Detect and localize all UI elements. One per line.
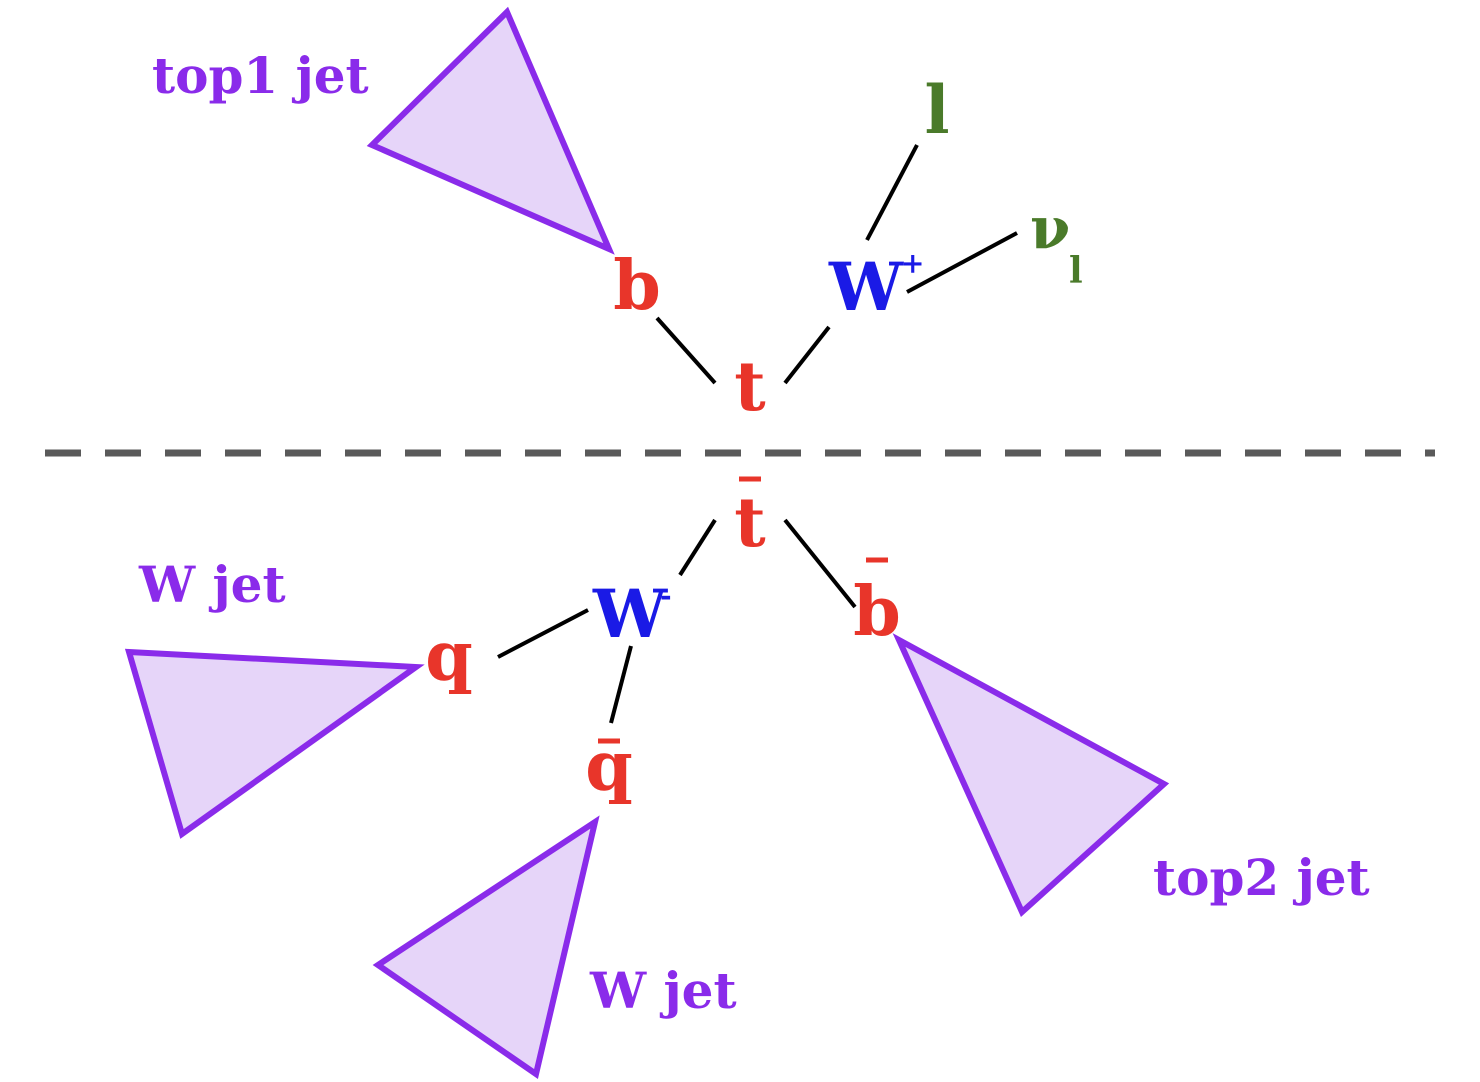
w-minus-charge: - xyxy=(660,579,672,612)
w-minus-label: W xyxy=(592,575,668,653)
line-wplus-lepton xyxy=(865,144,919,241)
top1-jet-cone xyxy=(366,6,615,255)
anti-bottom-quark-label: b xyxy=(853,572,901,652)
w-jet-cone-left xyxy=(124,648,425,839)
line-wminus-q xyxy=(497,608,589,659)
top1-jet-label: top1 jet xyxy=(152,46,369,105)
line-t-wplus xyxy=(783,325,831,385)
anti-top-quark-label: t xyxy=(734,483,766,563)
w-plus-charge: + xyxy=(901,247,924,280)
w-jet-cone-bottom xyxy=(372,815,600,1079)
quark-label: q xyxy=(425,617,473,697)
bottom-quark-label: b xyxy=(613,246,661,326)
neutrino-label: ν xyxy=(1030,194,1070,262)
lepton-label: l xyxy=(924,71,949,149)
line-wplus-neutrino xyxy=(906,231,1018,294)
line-t-b xyxy=(655,316,717,385)
line-wminus-qbar xyxy=(609,645,633,724)
top2-jet-cone xyxy=(892,633,1170,917)
line-tbar-bbar xyxy=(783,518,857,609)
neutrino-subscript: l xyxy=(1069,250,1083,292)
w-jet-label-bottom: W jet xyxy=(589,961,737,1020)
w-plus-label: W xyxy=(828,248,904,326)
top2-jet-label: top2 jet xyxy=(1153,848,1370,907)
top-quark-label: t xyxy=(734,347,766,427)
line-tbar-wminus xyxy=(678,518,717,577)
w-jet-label-left: W jet xyxy=(138,555,286,614)
